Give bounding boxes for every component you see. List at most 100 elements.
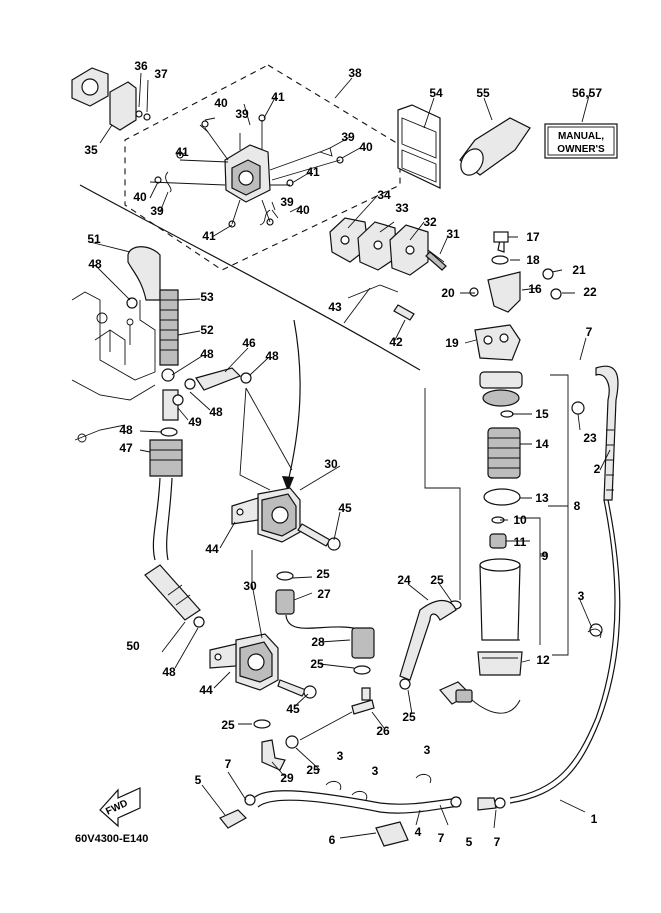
diagram-code: 60V4300-E140 xyxy=(75,833,148,845)
diaphragm-plates xyxy=(329,217,447,321)
callout-41: 41 xyxy=(175,145,189,159)
callout-48: 48 xyxy=(88,257,102,271)
callout-13: 13 xyxy=(535,491,549,505)
callout-23: 23 xyxy=(583,431,597,445)
fuel-pump-assy-top xyxy=(149,114,344,228)
fuel-pump-30-lower xyxy=(209,633,317,729)
callout-34: 34 xyxy=(377,188,391,202)
callout-51: 51 xyxy=(87,232,101,246)
connector-plug xyxy=(439,681,521,714)
callout-33: 33 xyxy=(395,201,409,215)
callout-40: 40 xyxy=(296,203,310,217)
callout-45: 45 xyxy=(338,501,352,515)
callout-10: 10 xyxy=(513,513,527,527)
callout-30: 30 xyxy=(243,579,257,593)
callout-45: 45 xyxy=(286,702,300,716)
callout-7: 7 xyxy=(586,325,593,339)
labels-and-manual: MANUAL, OWNER'S xyxy=(397,104,618,189)
callout-39: 39 xyxy=(280,195,294,209)
callout-20: 20 xyxy=(441,286,455,300)
callout-48: 48 xyxy=(265,349,279,363)
callout-44: 44 xyxy=(205,542,219,556)
callout-32: 32 xyxy=(423,215,437,229)
callout-48: 48 xyxy=(162,665,176,679)
left-hose-assembly xyxy=(126,246,205,628)
callout-50: 50 xyxy=(126,639,140,653)
fuel-pump-30-upper xyxy=(231,487,341,551)
joint-26-hose-29 xyxy=(261,687,375,771)
callout-39: 39 xyxy=(341,130,355,144)
callout-3: 3 xyxy=(372,764,379,778)
callout-7: 7 xyxy=(494,835,501,849)
callout-17: 17 xyxy=(526,230,540,244)
callout-54: 54 xyxy=(429,86,443,100)
callout-25: 25 xyxy=(306,763,320,777)
callout-7: 7 xyxy=(438,831,445,845)
callout-52: 52 xyxy=(200,323,214,337)
callout-15: 15 xyxy=(535,407,549,421)
callout-24: 24 xyxy=(397,573,411,587)
callout-21: 21 xyxy=(572,263,586,277)
callout-41: 41 xyxy=(271,90,285,104)
callout-37: 37 xyxy=(154,67,168,81)
callout-12: 12 xyxy=(536,653,550,667)
callout-26: 26 xyxy=(376,724,390,738)
fuel-line-4 xyxy=(219,790,506,847)
callout-53: 53 xyxy=(200,290,214,304)
callout-18: 18 xyxy=(526,253,540,267)
manual-line-1: MANUAL, xyxy=(558,131,604,142)
callout-29: 29 xyxy=(280,771,294,785)
hose-24 xyxy=(399,600,457,690)
callout-6: 6 xyxy=(329,833,336,847)
callout-9: 9 xyxy=(542,549,549,563)
callout-numbers: 1 2 3 3 3 3 4 5 5 6 7 7 7 7 8 9 10 11 12… xyxy=(75,59,602,849)
fuel-line-1 xyxy=(509,499,621,804)
callout-56-57: 56,57 xyxy=(572,86,602,100)
callout-31: 31 xyxy=(446,227,460,241)
manual-line-2: OWNER'S xyxy=(557,144,605,155)
callout-28: 28 xyxy=(311,635,325,649)
callout-25: 25 xyxy=(430,573,444,587)
callout-48: 48 xyxy=(200,347,214,361)
callout-43: 43 xyxy=(328,300,342,314)
callout-25: 25 xyxy=(316,567,330,581)
leader-lines xyxy=(89,72,611,839)
assembly-arrow xyxy=(282,319,301,492)
callout-55: 55 xyxy=(476,86,490,100)
callout-2: 2 xyxy=(594,462,601,476)
callout-25: 25 xyxy=(310,657,324,671)
callout-44: 44 xyxy=(199,683,213,697)
callout-48: 48 xyxy=(119,423,133,437)
fuel-filter-assembly xyxy=(424,231,585,676)
callout-8: 8 xyxy=(574,499,581,513)
callout-47: 47 xyxy=(119,441,133,455)
hose-2 xyxy=(589,365,619,637)
callout-19: 19 xyxy=(445,336,459,350)
callout-14: 14 xyxy=(535,437,549,451)
callout-25: 25 xyxy=(402,710,416,724)
callout-3: 3 xyxy=(424,743,431,757)
callout-39: 39 xyxy=(235,107,249,121)
callout-3: 3 xyxy=(337,749,344,763)
callout-40: 40 xyxy=(133,190,147,204)
callout-22: 22 xyxy=(583,285,597,299)
callout-40: 40 xyxy=(359,140,373,154)
callout-30: 30 xyxy=(324,457,338,471)
callout-25: 25 xyxy=(221,718,235,732)
callout-38: 38 xyxy=(348,66,362,80)
callout-5: 5 xyxy=(195,773,202,787)
callout-42: 42 xyxy=(389,335,403,349)
owners-manual-box xyxy=(544,123,618,159)
callout-3: 3 xyxy=(578,589,585,603)
callout-40: 40 xyxy=(214,96,228,110)
callout-41: 41 xyxy=(306,165,320,179)
callout-1: 1 xyxy=(591,812,598,826)
callout-48: 48 xyxy=(209,405,223,419)
bracket-part-35 xyxy=(71,67,151,131)
clips-3 xyxy=(325,628,602,801)
callout-36: 36 xyxy=(134,59,148,73)
callout-4: 4 xyxy=(415,825,422,839)
callout-11: 11 xyxy=(514,535,527,549)
callout-27: 27 xyxy=(317,587,331,601)
joint-parts xyxy=(275,571,462,675)
